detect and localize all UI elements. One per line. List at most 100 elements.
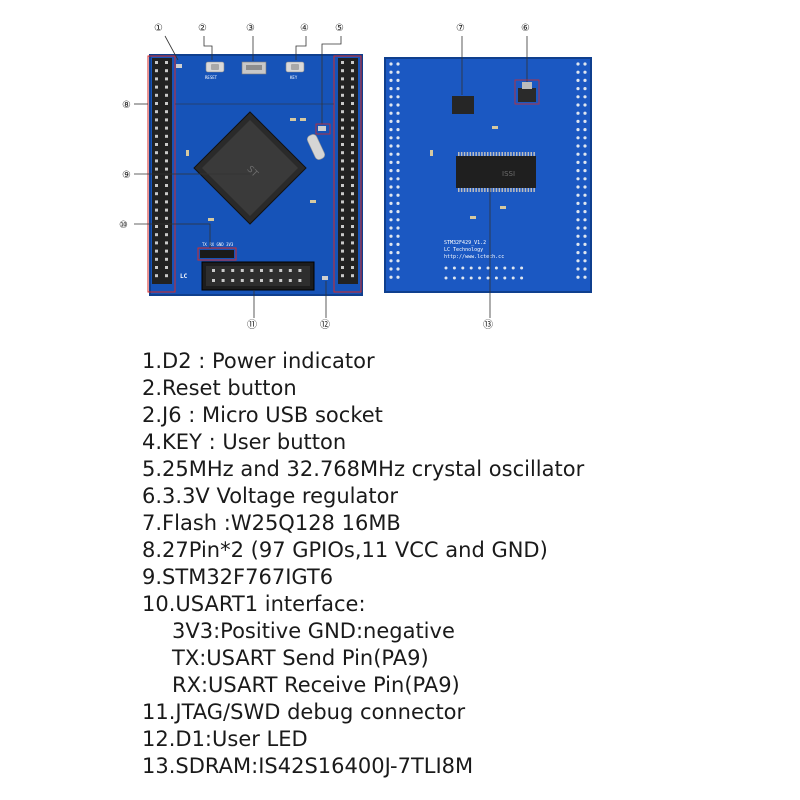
header-pin — [351, 134, 354, 138]
via-hole — [389, 210, 393, 214]
via-hole — [576, 177, 580, 181]
header-pin — [351, 249, 354, 253]
jtag-pin — [221, 279, 225, 282]
via-hole — [396, 242, 400, 246]
via-hole — [396, 193, 400, 197]
via-hole — [576, 160, 580, 164]
via-hole — [486, 276, 490, 280]
sdram-pin — [516, 188, 518, 192]
sdram-pin — [530, 188, 532, 192]
svg-text:ISSI: ISSI — [502, 170, 515, 178]
header-pin — [351, 118, 354, 122]
header-pin — [155, 167, 158, 171]
sdram-pin — [504, 152, 506, 156]
via-hole — [576, 95, 580, 99]
header-pin — [155, 69, 158, 73]
via-hole — [583, 103, 587, 107]
via-hole — [389, 185, 393, 189]
callout-2: ② — [198, 23, 207, 34]
sdram-pin — [498, 188, 501, 192]
sdram-pin — [487, 188, 489, 192]
via-hole — [389, 87, 393, 91]
via-hole — [583, 169, 587, 173]
power-led — [176, 64, 182, 68]
header-pin — [155, 85, 158, 89]
via-hole — [576, 128, 580, 132]
via-hole — [389, 169, 393, 173]
header-pin — [341, 151, 344, 155]
via-hole — [396, 259, 400, 263]
via-hole — [576, 226, 580, 230]
header-pin — [341, 241, 344, 245]
via-hole — [389, 103, 393, 107]
via-hole — [576, 275, 580, 279]
via-hole — [583, 119, 587, 123]
sdram-pin — [460, 152, 463, 156]
callout-1: ① — [154, 23, 163, 34]
header-pin — [351, 77, 354, 81]
via-hole — [396, 136, 400, 140]
header-pin — [351, 274, 354, 278]
header-pin — [155, 225, 158, 228]
via-hole — [389, 95, 393, 99]
header-pin — [351, 102, 354, 105]
sdram-pin — [481, 188, 483, 192]
via-hole — [396, 160, 400, 164]
via-hole — [389, 251, 393, 255]
via-hole — [389, 62, 393, 66]
header-pin — [341, 249, 344, 253]
via-hole — [520, 266, 524, 270]
header-pin — [155, 208, 158, 212]
header-pin — [155, 233, 158, 237]
legend-item-7: 7.Flash :W25Q128 16MB — [142, 511, 401, 535]
header-pin — [351, 233, 354, 237]
via-hole — [576, 218, 580, 222]
callout-1-leader — [164, 35, 179, 61]
header-pin — [155, 200, 158, 204]
header-pin — [341, 175, 344, 179]
via-hole — [583, 201, 587, 205]
header-pin — [165, 102, 168, 105]
header-pin — [341, 134, 344, 138]
header-pin — [351, 69, 354, 73]
sdram-pin — [501, 188, 503, 192]
back-bottom-holes — [444, 266, 524, 280]
callout-9: ⑨ — [122, 170, 131, 181]
via-hole — [576, 193, 580, 197]
header-pin — [351, 257, 354, 261]
jtag-pin — [279, 269, 283, 272]
via-hole — [396, 119, 400, 123]
header-pin — [165, 77, 168, 81]
header-pin — [351, 159, 354, 163]
header-pin — [165, 61, 168, 64]
jtag-pin — [221, 269, 225, 272]
sdram-pin — [458, 188, 460, 192]
svg-text:KEY: KEY — [290, 75, 298, 80]
via-hole — [389, 177, 393, 181]
sdram-pin — [489, 188, 492, 192]
header-pin — [165, 93, 168, 97]
header-pin — [341, 126, 344, 130]
header-pin — [165, 249, 168, 253]
header-pin — [165, 151, 168, 155]
header-pin — [341, 184, 344, 187]
via-hole — [389, 242, 393, 246]
legend-subitem-tx: TX:USART Send Pin(PA9) — [172, 646, 429, 670]
header-pin — [351, 200, 354, 204]
header-pin — [341, 85, 344, 89]
via-hole — [389, 193, 393, 197]
via-hole — [396, 103, 400, 107]
header-pin — [155, 93, 158, 97]
header-pin — [155, 151, 158, 155]
via-hole — [494, 266, 498, 270]
sdram-pin — [527, 152, 530, 156]
via-hole — [389, 152, 393, 156]
header-pin — [155, 102, 158, 105]
via-hole — [520, 276, 524, 280]
via-hole — [583, 62, 587, 66]
header-pin — [341, 110, 344, 114]
sdram-pin — [516, 152, 518, 156]
via-hole — [478, 266, 482, 270]
sdram-pin — [466, 152, 469, 156]
sdram-pin — [478, 188, 480, 192]
